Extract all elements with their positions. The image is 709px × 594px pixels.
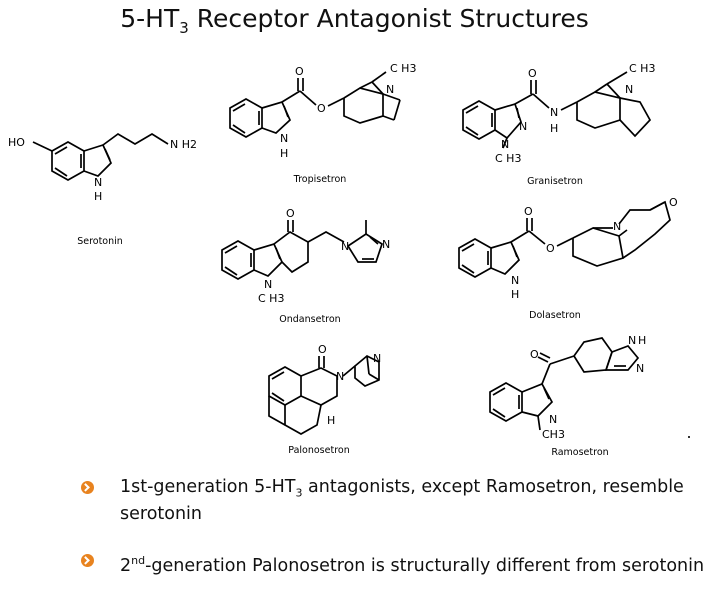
ramosetron-nh: N — [628, 334, 636, 347]
ondansetron-cyclohexanone — [273, 230, 309, 274]
serotonin-ho: HO — [8, 136, 25, 149]
tropisetron-benzene-ring — [229, 98, 263, 138]
granisetron-n-methyl: N — [625, 83, 633, 96]
granisetron-pyrazole-ring — [494, 102, 522, 140]
granisetron-n2: N — [501, 138, 509, 151]
chevron-circle-icon — [81, 554, 94, 567]
ramosetron-ch3: CH3 — [542, 428, 565, 441]
ondansetron-structure: O N C H3 N N — [221, 207, 390, 305]
palonosetron-quinuclidine-n: N — [373, 352, 381, 365]
granisetron-nh: N — [550, 106, 558, 119]
ramosetron-structure: O N CH3 N H N — [489, 334, 646, 441]
ondansetron-ch3: C H3 — [258, 292, 284, 305]
ondansetron-o: O — [286, 207, 295, 220]
serotonin-benzene-ring — [51, 141, 85, 181]
ondansetron-pyrrole-ring — [253, 242, 284, 278]
tropisetron-o2: O — [317, 102, 326, 115]
palonosetron-structure: O N N H — [268, 343, 381, 435]
title-subscript: 3 — [179, 19, 189, 37]
chevron-circle-icon — [81, 481, 94, 494]
serotonin-nh2: N H2 — [170, 138, 197, 151]
palonosetron-lactam-ring — [300, 367, 338, 406]
granisetron-ch3a: C H3 — [495, 152, 521, 165]
tropisetron-ch3: C H3 — [390, 62, 416, 75]
ondansetron-n: N — [264, 278, 272, 291]
granisetron-structure: O N H N N C H3 N C H3 — [462, 62, 655, 165]
stray-dot — [688, 436, 690, 438]
bullet-1-sub: 3 — [295, 486, 303, 500]
dolasetron-label: Dolasetron — [529, 310, 581, 321]
serotonin-structure: HO N H2 N H — [8, 132, 197, 203]
title-suffix: Receptor Antagonist Structures — [188, 4, 589, 33]
dolasetron-bridge-n: N — [613, 220, 621, 233]
granisetron-n1: N — [519, 120, 527, 133]
tropisetron-structure: O O N H N C H3 — [229, 62, 416, 160]
bullet-2-post: -generation Palonosetron is structurally… — [145, 555, 705, 576]
bullet-1-pre: 1st-generation 5-HT — [120, 477, 296, 497]
ondansetron-n2: N — [382, 238, 390, 251]
bullet-2-pre: 2 — [120, 555, 132, 576]
bullet-text-2: 2nd-generation Palonosetron is structura… — [120, 550, 709, 577]
dolasetron-ketone-o: O — [669, 196, 678, 209]
palonosetron-n: N — [336, 370, 344, 383]
ramosetron-o: O — [530, 348, 539, 361]
dolasetron-pyrrole-ring — [490, 240, 521, 276]
dolasetron-o2: O — [546, 242, 555, 255]
dolasetron-o1: O — [524, 205, 533, 218]
ramosetron-pyrrole-ring — [521, 382, 554, 417]
palonosetron-o: O — [318, 343, 327, 356]
ramosetron-benzene-ring — [489, 382, 523, 422]
granatane-ring-1 — [576, 91, 621, 129]
tropisetron-o1: O — [295, 65, 304, 78]
bullet-2-sup: nd — [131, 554, 146, 567]
serotonin-n: N — [94, 176, 102, 189]
serotonin-pyrrole-ring — [83, 143, 113, 177]
dolasetron-h: H — [511, 288, 519, 301]
palonosetron-label: Palonosetron — [288, 445, 350, 456]
granisetron-label: Granisetron — [527, 176, 583, 187]
ramosetron-imidazole-ring — [604, 344, 640, 371]
granatane-ring-2 — [619, 97, 652, 138]
tropane-ring — [343, 87, 384, 124]
tropisetron-n-methyl: N — [386, 83, 394, 96]
granisetron-amide-h: H — [550, 122, 558, 135]
bullet-item-1: 1st-generation 5-HT3 antagonists, except… — [81, 477, 706, 524]
page-title: 5-HT3 Receptor Antagonist Structures — [0, 4, 709, 37]
ramosetron-h: H — [638, 334, 646, 347]
dolasetron-n: N — [511, 274, 519, 287]
dolasetron-benzene-ring — [458, 238, 492, 278]
ramosetron-n: N — [549, 413, 557, 426]
tropisetron-pyrrole-ring — [261, 100, 292, 134]
imidazole-ring — [346, 232, 384, 263]
ramosetron-n2: N — [636, 362, 644, 375]
tropisetron-h: H — [280, 147, 288, 160]
ondansetron-n1: N — [341, 240, 349, 253]
tropisetron-n: N — [280, 132, 288, 145]
granisetron-benzene-ring — [462, 100, 496, 140]
dolasetron-cage-ring-2 — [618, 200, 671, 259]
ondansetron-benzene-ring — [221, 240, 255, 280]
title-prefix: 5-HT — [120, 4, 180, 33]
serotonin-label: Serotonin — [77, 236, 123, 247]
palonosetron-h: H — [327, 414, 335, 427]
ondansetron-label: Ondansetron — [279, 314, 341, 325]
dolasetron-cage-ring-1 — [572, 227, 624, 267]
ramosetron-label: Ramosetron — [551, 447, 609, 458]
granisetron-ch3b: C H3 — [629, 62, 655, 75]
bullet-text-1: 1st-generation 5-HT3 antagonists, except… — [120, 477, 709, 525]
bullet-1-post: antagonists, except Ramosetron, resemble… — [120, 477, 684, 524]
palonosetron-aromatic-ring — [268, 366, 302, 406]
tropisetron-label: Tropisetron — [293, 174, 347, 185]
serotonin-h: H — [94, 190, 102, 203]
granisetron-o: O — [528, 67, 537, 80]
dolasetron-structure: O O N H N O — [458, 196, 678, 301]
bullet-item-2: 2nd-generation Palonosetron is structura… — [81, 550, 709, 594]
